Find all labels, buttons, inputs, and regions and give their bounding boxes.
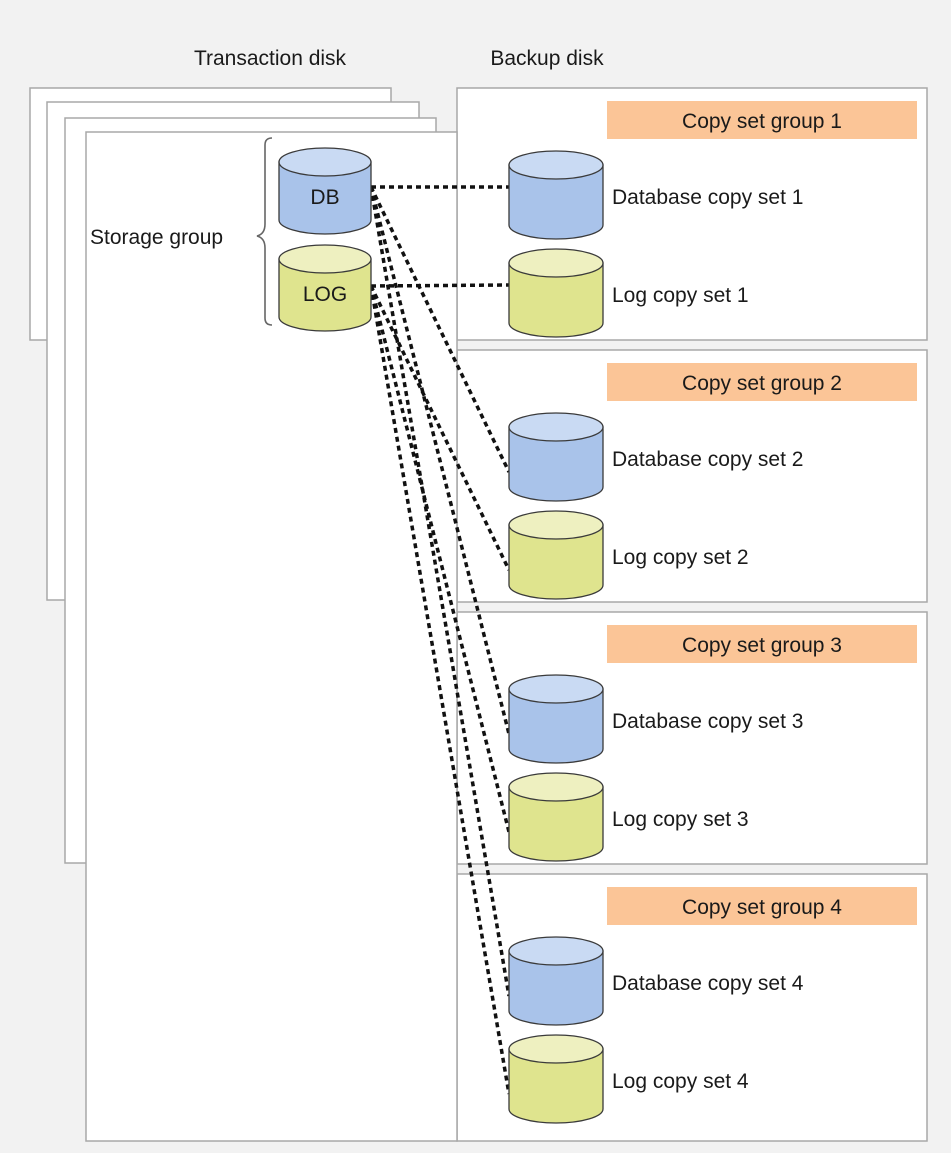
- database-copy-cylinder-1: [508, 150, 604, 240]
- copy-set-group-bar-3: [607, 625, 917, 663]
- copy-set-group-title-4: Copy set group 4: [682, 896, 842, 919]
- backup-disk-header: Backup disk: [490, 47, 604, 70]
- copy-set-group-bar-4: [607, 887, 917, 925]
- db-source-cylinder: [278, 147, 372, 235]
- copy-set-group-bar-1: [607, 101, 917, 139]
- log-copy-set-label-1: Log copy set 1: [612, 284, 749, 307]
- copy-set-group-title-1: Copy set group 1: [682, 110, 842, 133]
- transaction-disk-header: Transaction disk: [194, 47, 347, 70]
- log-link-4: [369, 285, 511, 1095]
- log-copy-cylinder-2: [508, 510, 604, 600]
- database-copy-cylinder-2: [508, 412, 604, 502]
- storage-group-label: Storage group: [90, 226, 223, 249]
- log-disk-label: LOG: [303, 283, 347, 306]
- db-link-2: [369, 186, 511, 473]
- db-disk-label: DB: [310, 186, 339, 209]
- log-copy-cylinder-3: [508, 772, 604, 862]
- log-source-cylinder: [278, 244, 372, 332]
- log-link-2: [369, 285, 511, 571]
- copy-set-group-title-2: Copy set group 2: [682, 372, 842, 395]
- database-copy-set-label-4: Database copy set 4: [612, 972, 804, 995]
- database-copy-set-label-1: Database copy set 1: [612, 186, 803, 209]
- log-copy-set-label-4: Log copy set 4: [612, 1070, 749, 1093]
- storage-group-brace: [256, 137, 273, 326]
- database-copy-set-label-2: Database copy set 2: [612, 448, 803, 471]
- log-copy-cylinder-1: [508, 248, 604, 338]
- log-copy-set-label-3: Log copy set 3: [612, 808, 749, 831]
- db-link-4: [369, 186, 511, 997]
- database-copy-set-label-3: Database copy set 3: [612, 710, 803, 733]
- copy-links: [369, 185, 511, 1095]
- log-copy-set-label-2: Log copy set 2: [612, 546, 749, 569]
- db-link-3: [369, 186, 511, 735]
- copy-set-group-title-3: Copy set group 3: [682, 634, 842, 657]
- database-copy-cylinder-3: [508, 674, 604, 764]
- transaction-frame-front: [85, 131, 458, 1142]
- copy-set-group-bar-2: [607, 363, 917, 401]
- database-copy-cylinder-4: [508, 936, 604, 1026]
- log-link-3: [369, 285, 511, 833]
- log-copy-cylinder-4: [508, 1034, 604, 1124]
